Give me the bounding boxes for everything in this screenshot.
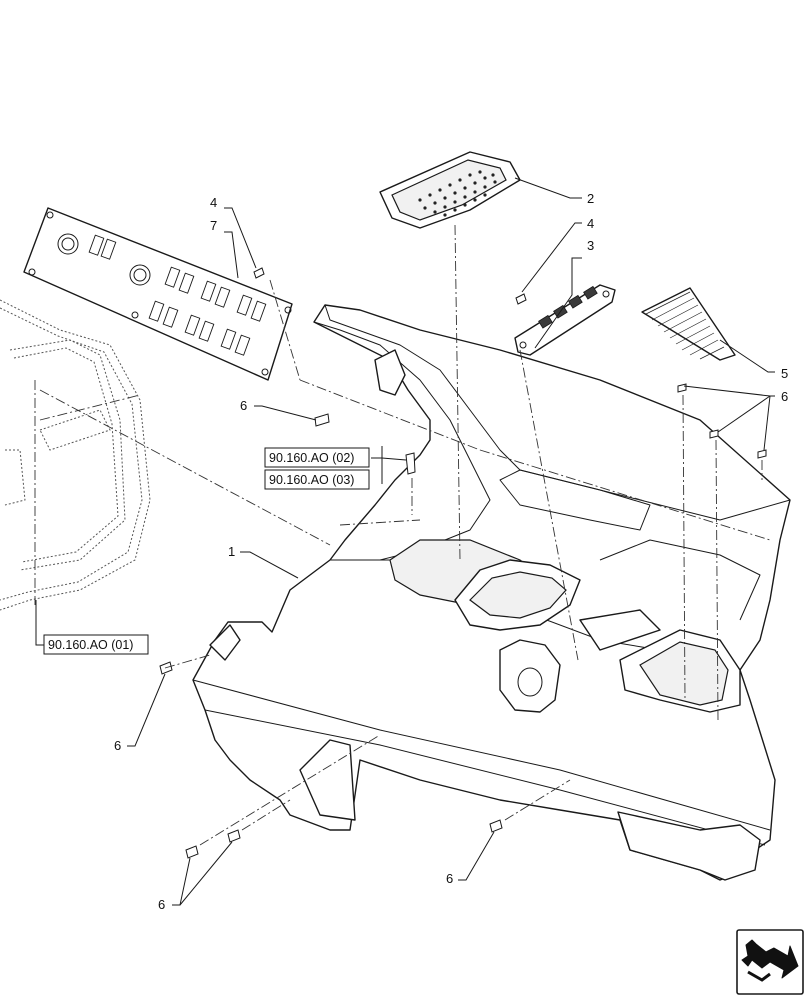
mat-part-2 <box>379 151 521 229</box>
callout-6-upper-left: 6 <box>240 398 247 413</box>
ref-box-02 <box>264 447 370 468</box>
callout-6-bottom: 6 <box>446 871 453 886</box>
callout-6-right: 6 <box>781 389 788 404</box>
ref-box-01 <box>43 634 149 655</box>
callout-2: 2 <box>587 191 594 206</box>
ref-label-03: 90.160.AO (03) <box>269 473 354 487</box>
leader-lines <box>35 177 775 906</box>
next-page-arrow-icon[interactable] <box>736 929 804 995</box>
switch-panel-part-7 <box>23 207 293 381</box>
callout-7: 7 <box>210 218 217 233</box>
callout-1: 1 <box>228 544 235 559</box>
callout-5: 5 <box>781 366 788 381</box>
callout-6-bottom-left: 6 <box>158 897 165 912</box>
screws <box>159 267 767 859</box>
switch-plate-part-3 <box>514 284 616 356</box>
ref-box-03 <box>264 469 370 490</box>
adjacent-structure-ghost <box>0 299 151 611</box>
callouts: 1 2 4 3 5 6 4 7 6 6 6 6 <box>114 191 788 912</box>
callout-6-left: 6 <box>114 738 121 753</box>
console-housing <box>192 304 791 881</box>
assembly-lines <box>34 224 771 846</box>
callout-4-left: 4 <box>210 195 217 210</box>
callout-4-top: 4 <box>587 216 594 231</box>
callout-3: 3 <box>587 238 594 253</box>
ref-label-02: 90.160.AO (02) <box>269 451 354 465</box>
reference-boxes: 90.160.AO (02) 90.160.AO (03) 90.160.AO … <box>43 447 370 655</box>
ribbed-pad-part-5 <box>641 287 736 361</box>
ref-label-01: 90.160.AO (01) <box>48 638 133 652</box>
